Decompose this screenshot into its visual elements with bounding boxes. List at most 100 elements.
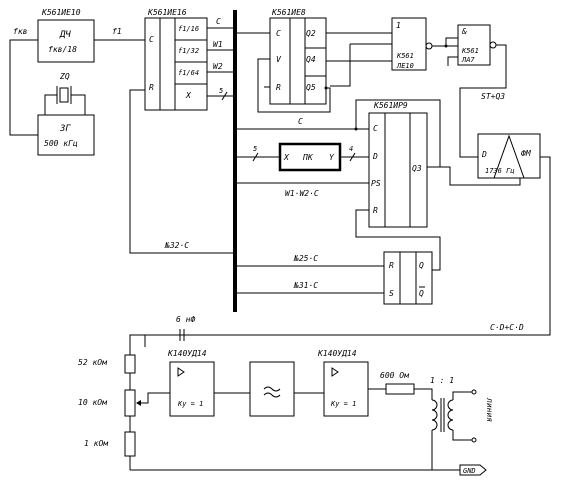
ie8-feedback-wire [257, 58, 331, 113]
nand-gate-block [457, 24, 491, 66]
pk-label: ПК [302, 153, 314, 162]
opamp1-title: К140УД14 [167, 349, 207, 358]
ie8-pin-r: R [276, 83, 281, 92]
register-pin-ps: PS [371, 179, 381, 188]
capacitor-label: 6 нФ [176, 315, 195, 324]
r1-label: 1 кОм [84, 439, 109, 448]
crystal-symbol [59, 87, 69, 103]
counter-out-f32: f1/32 [178, 47, 199, 55]
fkv-input-label: fкв [13, 27, 28, 36]
rs-pin-s: S [389, 289, 394, 298]
gate-to-fm-wire [459, 44, 507, 158]
register-reset-wire [355, 209, 441, 271]
bus-width-5: 5 [219, 87, 223, 95]
opamp1-block [169, 361, 215, 417]
counter-pin-c: C [149, 35, 154, 44]
nor-gate-symbol: 1 [396, 21, 401, 30]
bus-width-4: 4 [349, 145, 353, 153]
rs-trigger-block [383, 251, 433, 305]
register-pin-c: C [373, 124, 378, 133]
ie8-chip-title: К561ИЕ8 [271, 8, 306, 17]
oscillator-frequency: 500 кГц [44, 139, 78, 148]
transformer-secondary [447, 399, 454, 431]
nand-gate-name-2: ЛА7 [461, 56, 475, 64]
resistor-10k [124, 389, 136, 417]
r600-label: 600 Ом [380, 371, 410, 380]
transformer-ratio: 1 : 1 [430, 376, 454, 385]
w1w2c-label: W1·W2·C [285, 189, 319, 198]
nand-gate-symbol: & [461, 27, 467, 36]
q5-to-gate-wire [330, 44, 351, 87]
nor-gate-name-2: ЛЕ10 [396, 62, 414, 70]
fm-output-wire [144, 156, 551, 347]
rs-pin-q: Q [419, 261, 424, 270]
n25c-label: №25·C [293, 254, 318, 263]
r10-label: 10 кОм [78, 398, 108, 407]
divider-ratio: fкв/18 [48, 45, 77, 54]
transformer-primary [431, 399, 438, 431]
opamp2-gain: Kу = 1 [330, 400, 356, 408]
resistor-1k [124, 431, 136, 457]
pk-pin-x: X [283, 153, 290, 162]
divider-block [37, 19, 95, 63]
ie8-block [269, 17, 327, 105]
opamp2-block [323, 361, 369, 417]
oscillator-block [37, 114, 95, 156]
rs-pin-qn: Q [419, 289, 424, 298]
signal-c2-label: C [298, 117, 303, 126]
register-block [368, 112, 428, 228]
counter-chip-title: К561ИЕ16 [147, 8, 187, 17]
nor-gate-name-1: К561 [396, 52, 414, 60]
opamp1-triangle-icon [177, 367, 185, 377]
f1-label: f1 [112, 27, 122, 36]
r52-label: 52 кОм [78, 358, 108, 367]
stq3-label: ST+Q3 [481, 92, 505, 101]
fm-label: ФМ [521, 149, 532, 158]
divider-label: ДЧ [59, 30, 71, 40]
cd-expression: C·D+C·D [490, 323, 524, 332]
ie8-pin-v: V [276, 55, 282, 64]
signal-c-label: C [216, 17, 221, 26]
ie8-pin-q4: Q4 [306, 55, 316, 64]
counter-out-x: X [185, 91, 192, 100]
nand-gate-name-1: К561 [461, 47, 479, 55]
fm-triangle-icon [493, 134, 525, 179]
gnd-label: GND [463, 467, 476, 475]
counter-pin-r: R [149, 83, 154, 92]
line-label: линия [485, 397, 494, 422]
ie8-pin-c: C [276, 29, 281, 38]
line-terminal-2 [471, 437, 477, 443]
divider-chip-title: К561ИЕ10 [41, 8, 81, 17]
osc-feedback-wire [9, 39, 38, 136]
n32c-label: №32·C [164, 241, 189, 250]
register-chip-title: К561ИР9 [373, 101, 408, 110]
rs-pin-r: R [389, 261, 394, 270]
signal-w1-label: W1 [213, 40, 223, 49]
bus-width-5b: 5 [253, 145, 257, 153]
register-pin-d: D [372, 152, 378, 161]
opamp1-gain: Kу = 1 [177, 400, 203, 408]
pk-pin-y: Y [329, 153, 335, 162]
filter-icon [263, 386, 281, 392]
ie8-pin-q5: Q5 [306, 83, 316, 92]
fm-pin-d: D [481, 150, 487, 159]
register-pin-r: R [373, 206, 378, 215]
resistor-600 [385, 383, 415, 395]
line-terminal-1 [471, 389, 477, 395]
counter-out-f64: f1/64 [178, 69, 199, 77]
register-pin-q3: Q3 [412, 164, 422, 173]
opamp2-title: К140УД14 [317, 349, 357, 358]
signal-w2-label: W2 [213, 62, 223, 71]
n31c-label: №31·C [293, 281, 318, 290]
reset-n32-wire [129, 89, 235, 254]
counter-out-f16: f1/16 [178, 25, 199, 33]
opamp2-triangle-icon [331, 367, 339, 377]
resistor-52k [124, 354, 136, 374]
gnd-connector [459, 464, 487, 476]
oscillator-label: ЗГ [59, 124, 71, 134]
ie8-pin-q2: Q2 [306, 29, 316, 38]
counter-block [144, 17, 208, 111]
fm-frequency: 1736 Гц [485, 167, 515, 175]
